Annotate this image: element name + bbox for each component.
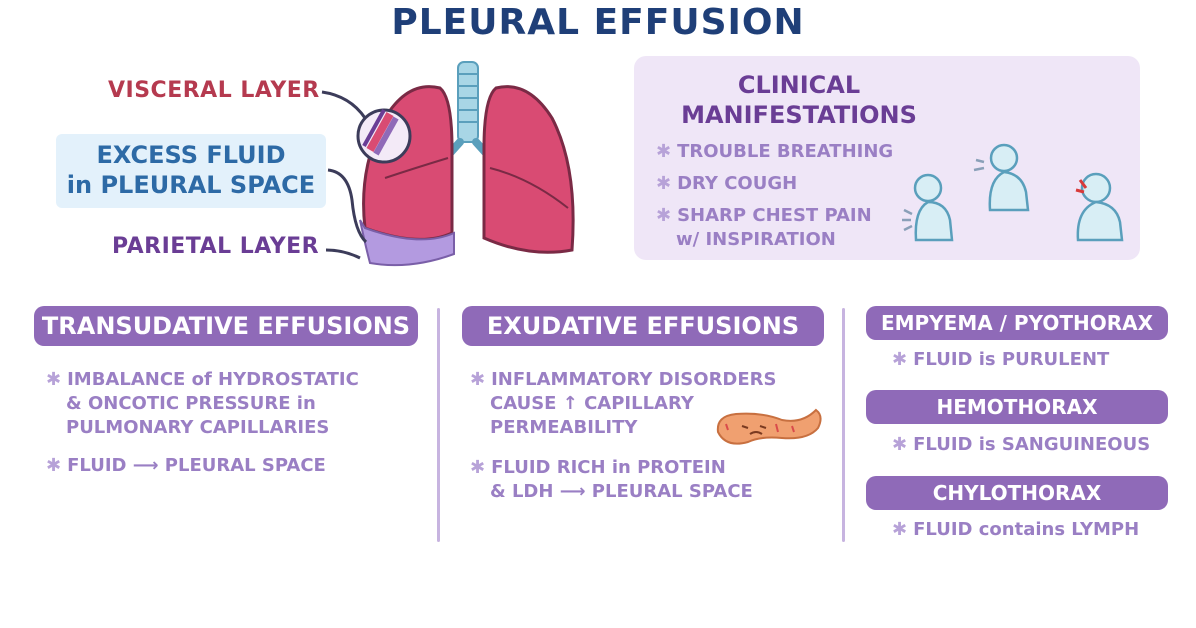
exudative-bullet-2: ✱FLUID RICH in PROTEIN & LDH ⟶ PLEURAL S… [470,457,753,502]
clinical-title: CLINICAL MANIFESTATIONS [634,70,964,130]
clinical-item: ✱TROUBLE BREATHING [656,141,894,162]
clinical-title-line-2: MANIFESTATIONS [681,101,917,129]
clinical-item-continued: w/ INSPIRATION [676,229,836,250]
bullet-icon: ✱ [892,519,908,540]
bullet-icon: ✱ [892,349,908,370]
transudative-bullet-1: ✱IMBALANCE of HYDROSTATIC & ONCOTIC PRES… [46,369,359,438]
bullet-icon: ✱ [470,369,486,390]
excess-fluid-line-1: EXCESS FLUID [96,141,286,169]
excess-fluid-box [56,134,326,208]
bullet-icon: ✱ [656,205,672,226]
transudative-heading: TRANSUDATIVE EFFUSIONS [34,306,418,346]
parietal-layer-label: PARIETAL LAYER [112,234,320,259]
excess-fluid-line-2: in PLEURAL SPACE [66,171,316,199]
empyema-heading: EMPYEMA / PYOTHORAX [866,306,1168,340]
breathing-figure-icon [902,173,954,242]
bullet-icon: ✱ [470,457,486,478]
exudative-heading: EXUDATIVE EFFUSIONS [462,306,824,346]
coughing-figure-icon [973,143,1030,212]
page-title: PLEURAL EFFUSION [391,2,805,43]
bullet-icon: ✱ [656,173,672,194]
chest-pain-figure-icon [1075,172,1124,242]
bullet-icon: ✱ [892,434,908,455]
chylothorax-heading: CHYLOTHORAX [866,476,1168,510]
right-lung [482,85,575,254]
visceral-layer-label: VISCERAL LAYER [108,78,320,103]
pleural-fluid [359,219,455,267]
bullet-icon: ✱ [46,455,62,476]
lung-illustration [356,61,575,267]
empyema-desc: ✱FLUID is PURULENT [892,349,1110,370]
hemothorax-heading: HEMOTHORAX [866,390,1168,424]
pancreas-icon [716,408,822,445]
chylothorax-desc: ✱FLUID contains LYMPH [892,519,1140,540]
bullet-icon: ✱ [46,369,62,390]
pleura-zoom-circle [356,108,412,164]
clinical-manifestations-panel [634,56,1140,260]
transudative-bullet-2: ✱FLUID ⟶ PLEURAL SPACE [46,455,326,476]
bullet-icon: ✱ [656,141,672,162]
excess-fluid-label: EXCESS FLUID in PLEURAL SPACE [56,140,326,200]
clinical-title-line-1: CLINICAL [737,71,861,99]
hemothorax-desc: ✱FLUID is SANGUINEOUS [892,434,1151,455]
clinical-item: ✱DRY COUGH [656,173,798,194]
clinical-item: ✱SHARP CHEST PAIN [656,205,872,226]
column-divider [842,308,845,542]
patient-figures [902,143,1124,242]
column-divider [437,308,440,542]
exudative-bullet-1: ✱INFLAMMATORY DISORDERS CAUSE ↑ CAPILLAR… [470,369,777,438]
